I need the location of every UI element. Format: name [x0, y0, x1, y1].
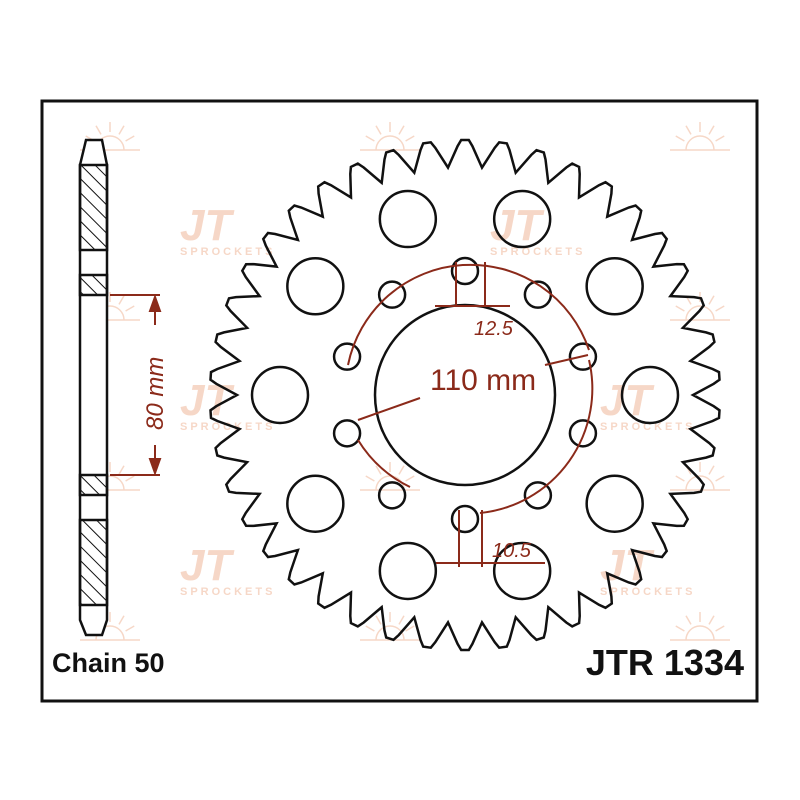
- sun-ray: [125, 625, 135, 632]
- lightening-hole: [378, 189, 438, 249]
- sun-ray: [405, 475, 415, 482]
- sun-ray: [715, 135, 725, 142]
- sun-ray: [405, 135, 415, 142]
- sun-ray: [125, 305, 135, 312]
- sun-arc: [375, 625, 405, 641]
- watermark-sun-icon: [670, 122, 730, 151]
- bolt-hole: [568, 419, 598, 448]
- dimension-80mm: [110, 294, 162, 476]
- sun-ray: [685, 125, 692, 135]
- sun-ray: [398, 465, 405, 475]
- sun-ray: [708, 125, 715, 135]
- lightening-hole: [378, 541, 438, 601]
- watermark-sun-icon: [360, 612, 420, 641]
- watermark-text: SPROCKETS: [180, 586, 275, 598]
- chain-size-label: Chain 50: [52, 648, 165, 678]
- sprocket-body: [209, 138, 721, 652]
- sun-ray: [708, 465, 715, 475]
- watermark-text: SPROCKETS: [180, 246, 275, 258]
- sun-ray: [375, 465, 382, 475]
- watermark-sun-icon: [360, 122, 420, 151]
- watermark-sun-icon: [670, 462, 730, 491]
- sun-ray: [675, 305, 685, 312]
- bolt-hole: [568, 342, 598, 371]
- sun-ray: [715, 475, 725, 482]
- lightening-hole: [620, 365, 680, 425]
- sun-arc: [375, 135, 405, 151]
- lightening-hole: [492, 541, 552, 601]
- sun-arc: [685, 625, 715, 641]
- sun-ray: [715, 625, 725, 632]
- sun-ray: [375, 615, 382, 625]
- watermark-text: SPROCKETS: [600, 421, 695, 433]
- slot-width-label: 12.5: [474, 318, 514, 340]
- bolt-hole: [523, 481, 553, 510]
- sun-ray: [675, 625, 685, 632]
- sun-ray: [118, 295, 125, 305]
- sun-ray: [375, 125, 382, 135]
- sun-ray: [125, 475, 135, 482]
- bolt-hole: [332, 342, 362, 371]
- sprocket-teeth-outline: [209, 138, 721, 652]
- sun-ray: [118, 125, 125, 135]
- sun-ray: [365, 625, 375, 632]
- sun-ray: [365, 475, 375, 482]
- watermark-logo: JT: [180, 201, 234, 250]
- watermark-sun-icon: [360, 462, 420, 491]
- bolt-hole: [377, 481, 407, 510]
- sun-ray: [365, 135, 375, 142]
- watermark-logo: JT: [600, 376, 654, 425]
- sun-ray: [708, 295, 715, 305]
- watermark-layer: JTSPROCKETSJTSPROCKETSJTSPROCKETSJTSPROC…: [80, 122, 730, 641]
- lightening-hole: [492, 189, 552, 249]
- sun-ray: [715, 305, 725, 312]
- lightening-hole: [286, 257, 345, 316]
- sun-ray: [405, 625, 415, 632]
- lightening-hole: [585, 474, 644, 533]
- watermark-text: SPROCKETS: [180, 421, 275, 433]
- sun-ray: [398, 615, 405, 625]
- sun-ray: [125, 135, 135, 142]
- sun-ray: [708, 615, 715, 625]
- lightening-hole: [585, 257, 644, 316]
- dimension-bolt-circle: [347, 262, 594, 567]
- bolt-hole: [450, 256, 480, 286]
- sun-arc: [685, 475, 715, 491]
- sun-ray: [95, 125, 102, 135]
- part-number-label: JTR 1334: [585, 642, 744, 683]
- sun-ray: [685, 615, 692, 625]
- sun-arc: [685, 305, 715, 321]
- frame-border: [40, 99, 759, 703]
- hub-thickness-label: 80 mm: [142, 357, 169, 430]
- sun-arc: [685, 135, 715, 151]
- lightening-hole: [250, 365, 310, 425]
- sun-ray: [675, 135, 685, 142]
- side-profile: [78, 138, 109, 637]
- bolt-circle-label: 110 mm: [430, 364, 536, 397]
- bolt-hole: [377, 280, 407, 309]
- sun-ray: [398, 125, 405, 135]
- bolt-hole: [450, 504, 480, 534]
- watermark-logo: JT: [180, 541, 234, 590]
- sun-ray: [675, 475, 685, 482]
- sun-ray: [118, 465, 125, 475]
- watermark-text: SPROCKETS: [490, 246, 585, 258]
- bolt-hole-label: 10.5: [492, 540, 532, 562]
- watermark-logo: JT: [490, 201, 544, 250]
- lightening-hole: [286, 474, 345, 533]
- watermark-text: SPROCKETS: [600, 586, 695, 598]
- watermark-sun-icon: [670, 612, 730, 641]
- sun-ray: [118, 615, 125, 625]
- bolt-hole: [332, 419, 362, 448]
